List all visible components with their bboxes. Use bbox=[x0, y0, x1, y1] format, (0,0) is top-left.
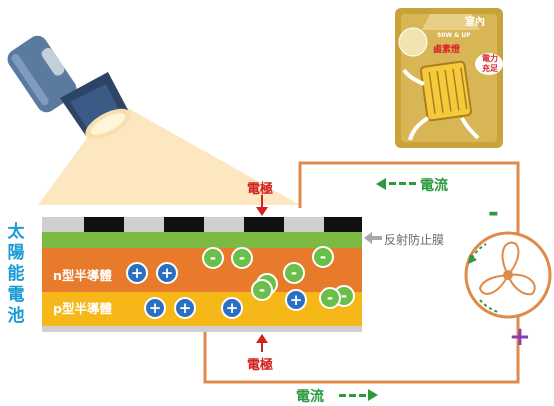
electron-charge: - bbox=[231, 247, 253, 269]
svg-text:-: - bbox=[239, 249, 245, 267]
svg-text:+: + bbox=[149, 299, 162, 317]
svg-text:+: + bbox=[290, 291, 303, 309]
negative-terminal: - bbox=[488, 198, 499, 228]
p-type-layer bbox=[42, 292, 362, 326]
electrode-bottom-label: 電極 bbox=[247, 358, 274, 373]
solar-cell-title-char: 太 bbox=[7, 222, 25, 242]
hole-charge: + bbox=[156, 262, 178, 284]
current-arrow-bottom bbox=[339, 389, 378, 401]
green-top-layer bbox=[42, 232, 362, 248]
antireflection-arrow bbox=[364, 232, 382, 244]
halogen-lamp-badge bbox=[395, 8, 503, 148]
badge-indoor-label: 室內 bbox=[465, 17, 485, 28]
solar-cell-title: 太 陽 能 電 池 bbox=[6, 222, 26, 327]
current-arrow-top bbox=[376, 178, 416, 190]
svg-text:+: + bbox=[131, 264, 144, 282]
hole-charge: + bbox=[174, 297, 196, 319]
badge-bubble-line: 充足 bbox=[482, 64, 498, 73]
hole-charge: + bbox=[144, 297, 166, 319]
top-electrode-strips bbox=[84, 217, 362, 232]
n-type-layer bbox=[42, 248, 362, 292]
svg-text:-: - bbox=[259, 281, 265, 299]
badge-bubble-text: 電力 充足 bbox=[478, 54, 502, 74]
electrode-arrow-top bbox=[256, 195, 268, 216]
svg-text:-: - bbox=[320, 248, 326, 266]
svg-text:-: - bbox=[327, 289, 333, 307]
svg-text:+: + bbox=[179, 299, 192, 317]
electron-charge: - bbox=[283, 262, 305, 284]
electron-charge: - bbox=[251, 279, 273, 301]
electrode-arrow-bottom bbox=[256, 334, 268, 352]
p-layer-label: p型半導體 bbox=[53, 301, 112, 316]
badge-bubble-line: 電力 bbox=[482, 54, 498, 63]
bottom-electrode-layer bbox=[42, 326, 362, 332]
solar-cell-title-char: 池 bbox=[7, 306, 25, 326]
electron-charge: - bbox=[202, 247, 224, 269]
electrode-top-label: 電極 bbox=[247, 182, 274, 197]
n-layer-label: n型半導體 bbox=[53, 268, 112, 283]
badge-spec-label: 50W & UP bbox=[437, 32, 471, 39]
hole-charge: + bbox=[126, 262, 148, 284]
solar-cell-title-char: 陽 bbox=[7, 243, 25, 263]
svg-text:-: - bbox=[291, 264, 297, 282]
svg-text:+: + bbox=[226, 299, 239, 317]
fan-icon bbox=[464, 231, 552, 319]
electron-charge: - bbox=[312, 246, 334, 268]
electron-charge: - bbox=[319, 287, 341, 309]
badge-lamp-label: 鹵素燈 bbox=[433, 45, 461, 55]
positive-terminal: + bbox=[509, 322, 531, 352]
flashlight-icon bbox=[7, 35, 131, 140]
hole-charge: + bbox=[221, 297, 243, 319]
solar-cell-title-char: 電 bbox=[7, 285, 25, 305]
svg-text:-: - bbox=[210, 249, 216, 267]
svg-text:-: - bbox=[341, 287, 347, 305]
hole-charge: + bbox=[285, 289, 307, 311]
svg-text:+: + bbox=[161, 264, 174, 282]
current-bottom-label: 電流 bbox=[296, 389, 324, 405]
antireflection-label: 反射防止膜 bbox=[384, 233, 445, 247]
current-top-label: 電流 bbox=[420, 178, 448, 194]
solar-cell-title-char: 能 bbox=[7, 264, 25, 284]
